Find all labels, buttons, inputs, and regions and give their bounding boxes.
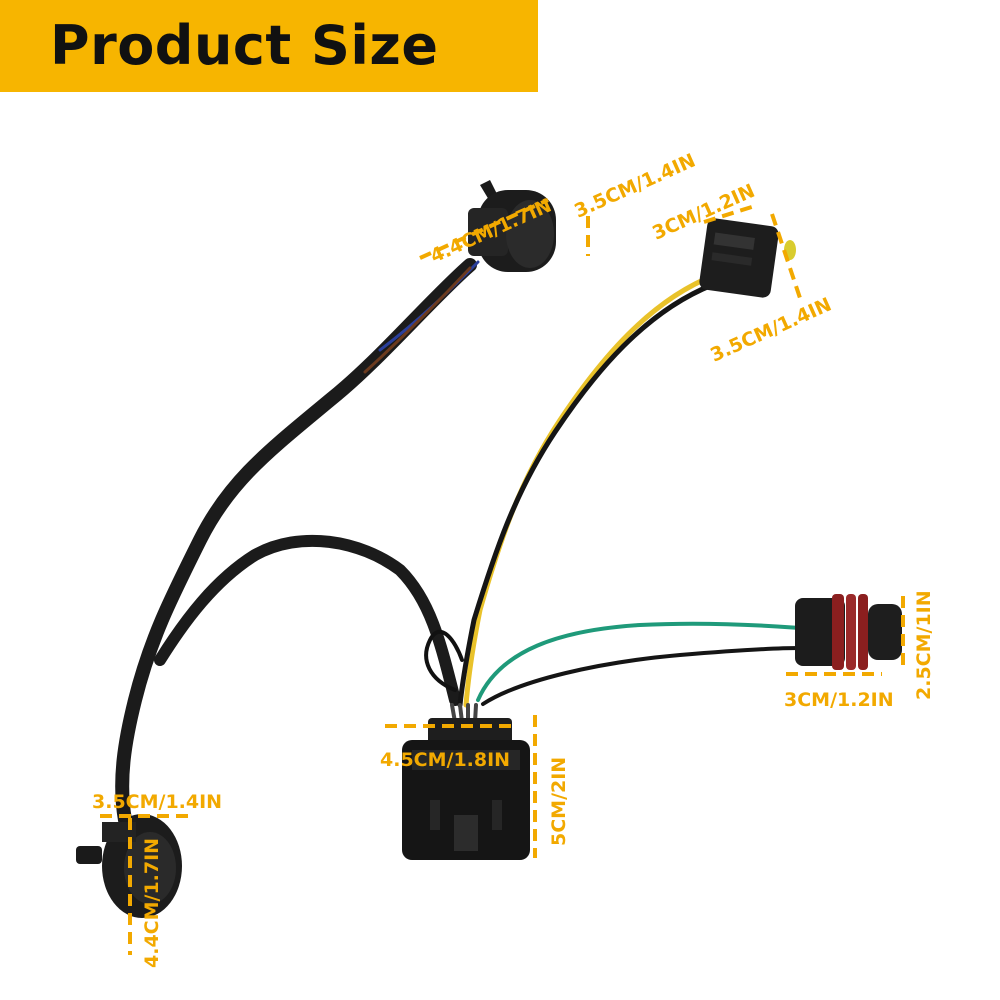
top-bulb-connector [468,180,556,272]
right-plug-connector [699,218,796,298]
dim-left-connector-width: 3.5CM/1.4IN [92,791,222,813]
wire-black-right [457,282,715,708]
wire-yellow [463,272,718,708]
dim-sealed-connector-height: 2.5CM/1IN [913,590,935,700]
dim-right-connector-height: 3.5CM/1.4IN [707,294,835,367]
wire-brown [363,266,472,374]
wire-black-single [424,629,464,692]
sealed-connector [795,594,902,670]
wire-harness [115,258,802,842]
wire-loom-left [115,258,477,827]
wire-bundle-plug [450,703,478,724]
title-banner: Product Size [0,0,538,92]
wire-black-lower [481,646,802,706]
left-bulb-connector [76,814,182,918]
dim-main-plug-width: 4.5CM/1.8IN [380,749,510,771]
wire-green [476,621,802,702]
dim-left-connector-height: 4.4CM/1.7IN [141,838,163,968]
wire-loom-loop [154,534,461,706]
main-harness-plug [402,718,530,860]
dimension-lines [100,198,905,955]
banner-title: Product Size [50,14,439,77]
dim-sealed-connector-width: 3CM/1.2IN [784,689,894,711]
dim-main-plug-height: 5CM/2IN [548,757,570,846]
